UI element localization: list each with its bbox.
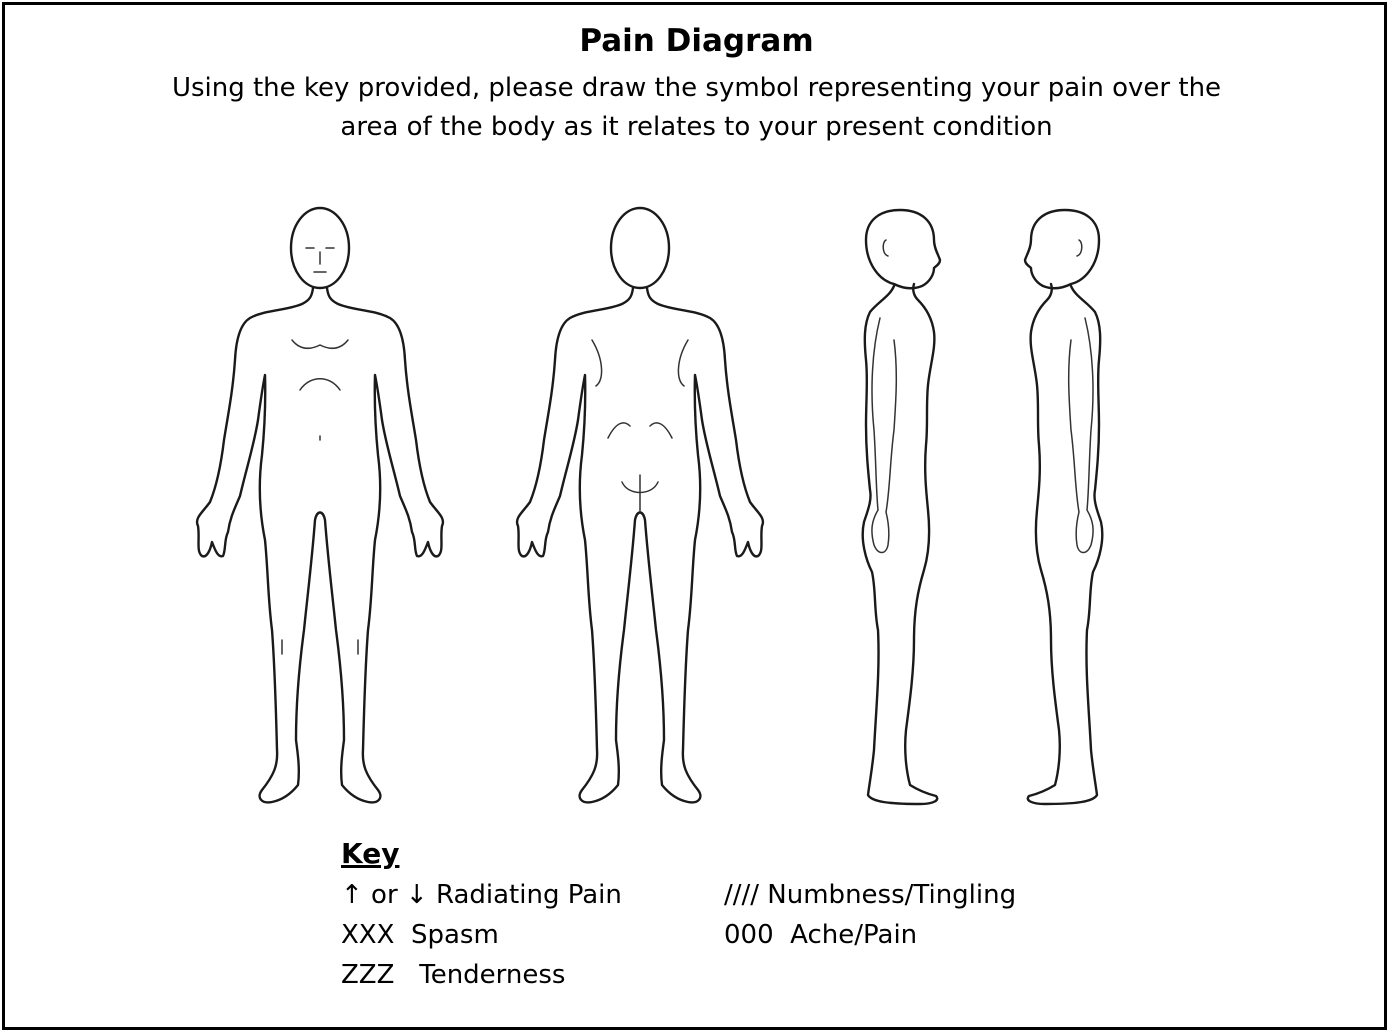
key-item-numbness-tingling: //// Numbness/Tingling — [724, 878, 1016, 912]
page-title: Pain Diagram — [0, 21, 1393, 61]
instructions-line-2: area of the body as it relates to your p… — [0, 109, 1393, 145]
key-item-tenderness: ZZZ Tenderness — [341, 958, 565, 992]
body-right-side-icon — [863, 210, 940, 804]
body-left-side-icon — [1025, 210, 1102, 804]
body-back-icon — [517, 208, 763, 802]
key-item-ache-pain: 000 Ache/Pain — [724, 918, 917, 952]
instructions-line-1: Using the key provided, please draw the … — [0, 70, 1393, 106]
body-front-icon — [197, 208, 443, 802]
key-item-radiating-pain: ↑ or ↓ Radiating Pain — [341, 878, 622, 912]
body-figures[interactable] — [180, 200, 1140, 830]
key-item-spasm: XXX Spasm — [341, 918, 499, 952]
key-heading: Key — [341, 836, 399, 872]
